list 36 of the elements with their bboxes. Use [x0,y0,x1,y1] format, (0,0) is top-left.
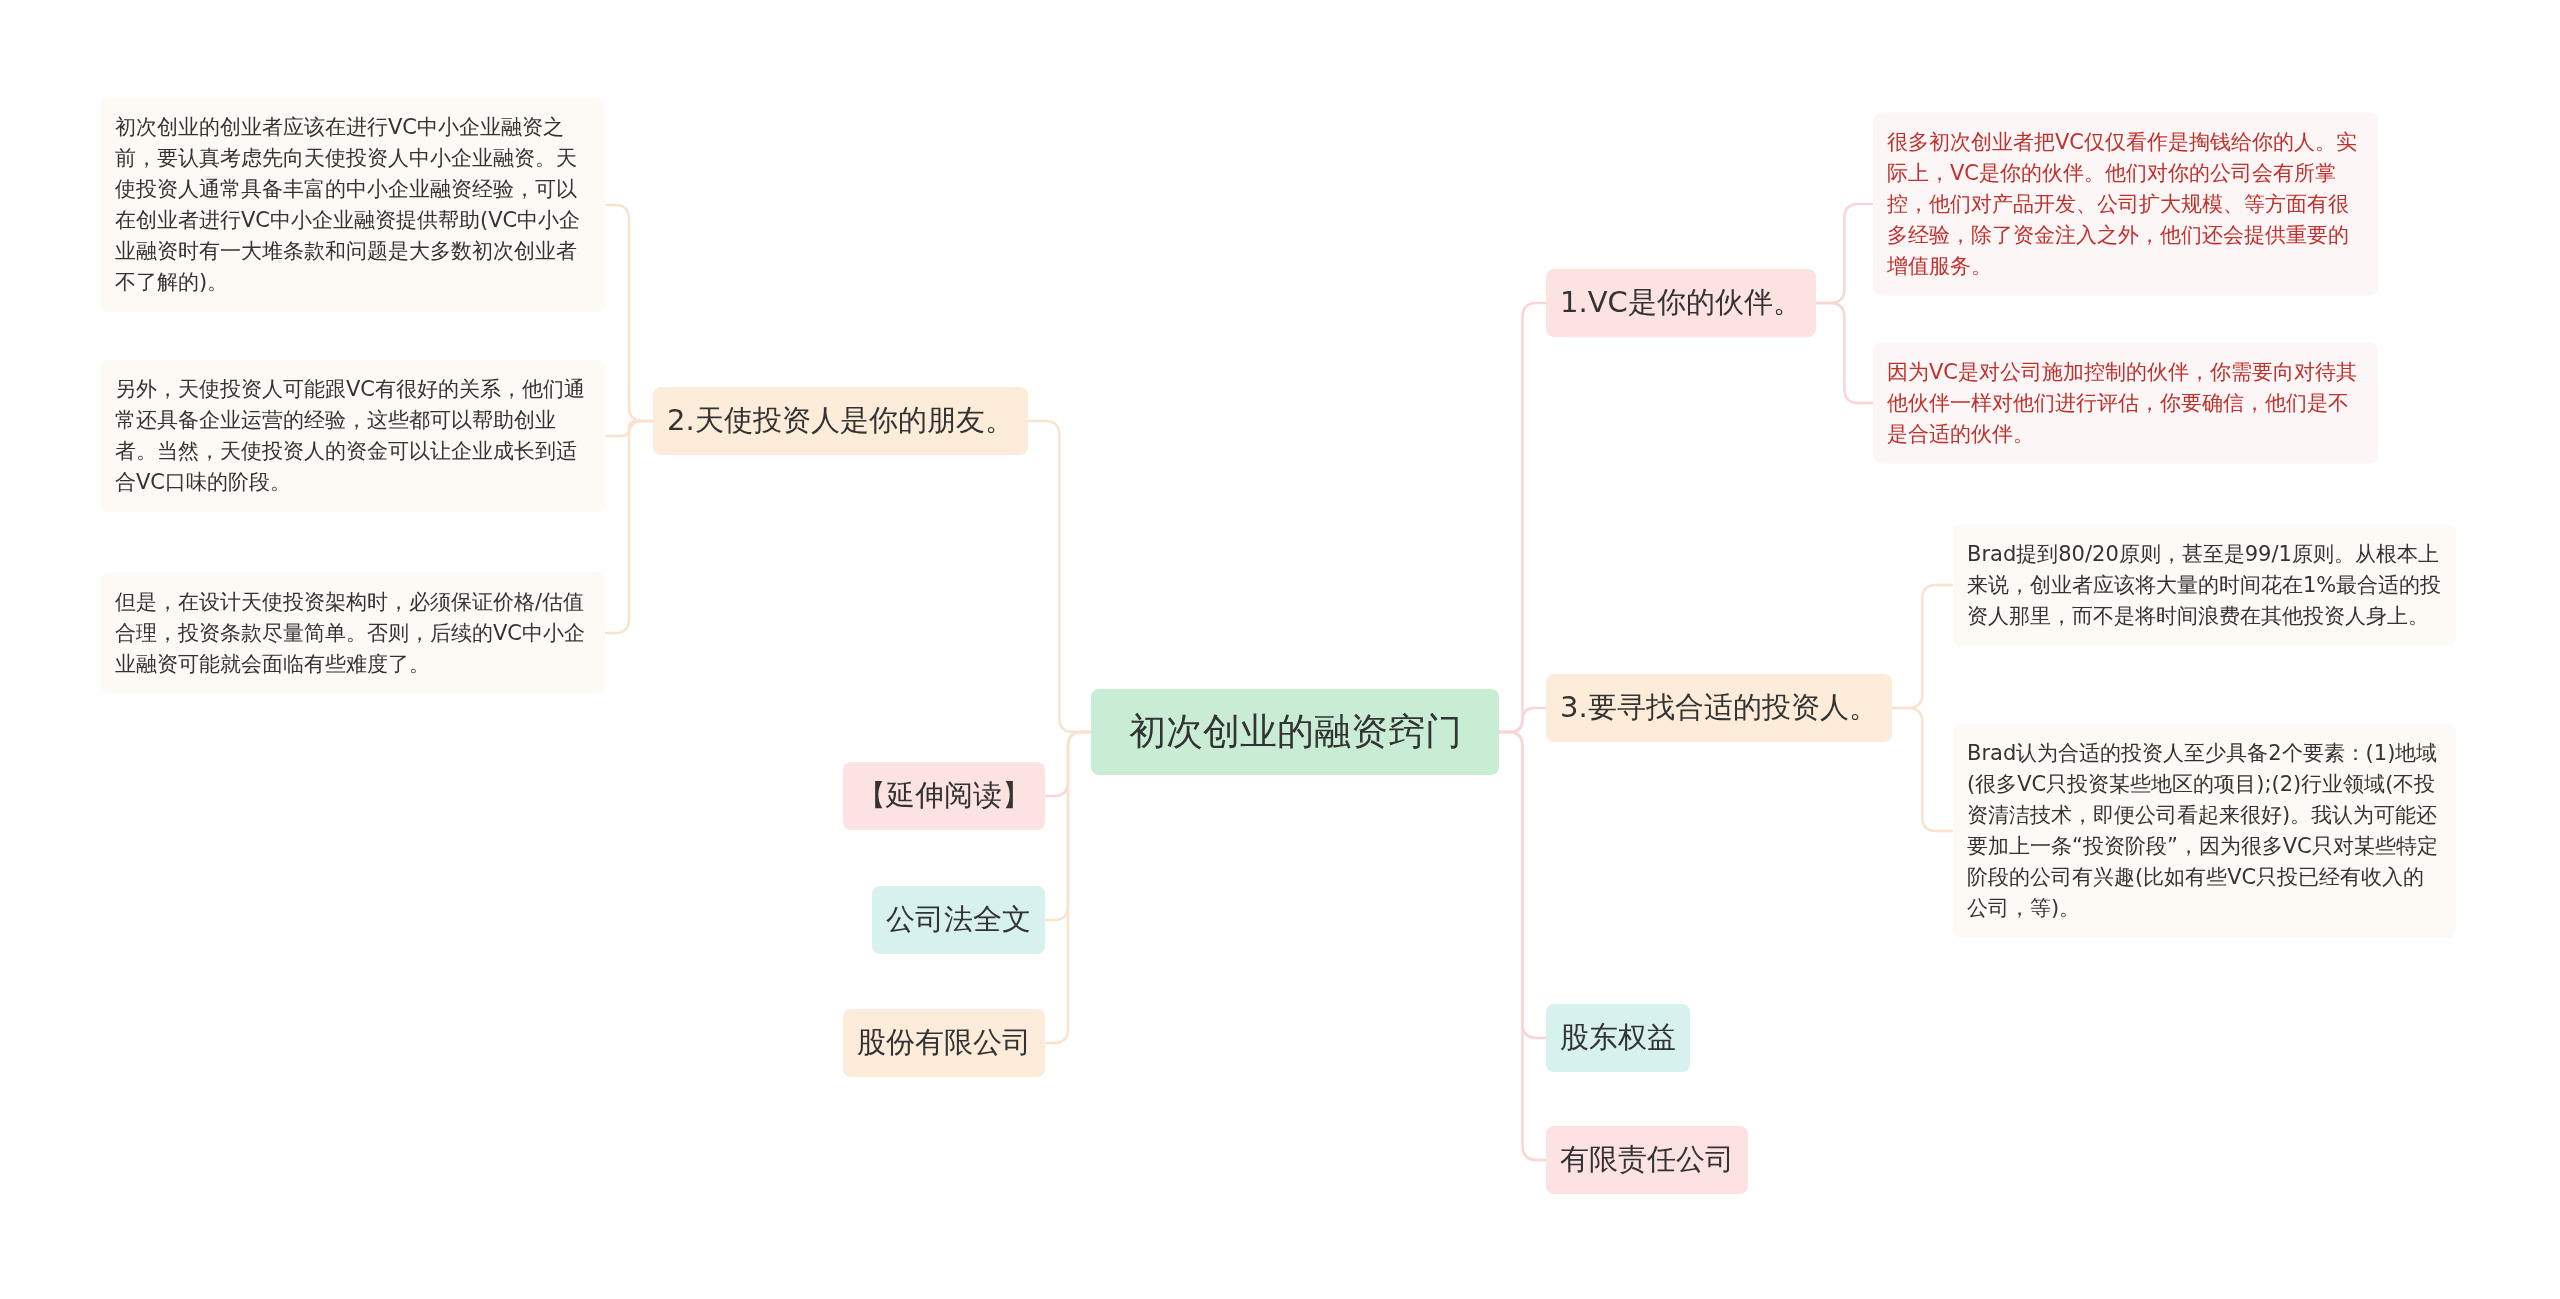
node-text: 公司法全文 [886,901,1031,938]
note-box [1953,724,2456,938]
node-text: 因为VC是对公司施加控制的伙伴，你需要向对待其他伙伴一样对他们进行评估，你要确信，他们是不是合适的伙伴。 [1887,358,2359,448]
node-text: 股份有限公司 [857,1024,1031,1061]
node-text: Brad提到80/20原则，甚至是99/1原则。从根本上来说，创业者应该将大量的时间花在1%最合适的投资人那里，而不是将时间浪费在其他投资人身上。 [1967,540,2442,630]
node-text: 2.天使投资人是你的朋友。 [667,402,1014,439]
topic-box [653,387,1028,455]
topic-box [1546,674,1892,742]
node-text: 【延伸阅读】 [857,777,1031,814]
topic-box [1546,1126,1748,1194]
note-box [101,98,605,312]
node-text: 很多初次创业者把VC仅仅看作是掏钱给你的人。实际上，VC是你的伙伴。他们对你的公司会有所掌控，他们对产品开发、公司扩大规模、等方面有很多经验，除了资金注入之外，他们还会提供重要的增值服务。 [1887,128,2359,280]
node-text: 3.要寻找合适的投资人。 [1560,689,1878,726]
note-box [101,360,605,512]
node-text: 有限责任公司 [1560,1141,1734,1178]
topic-box [1546,1004,1690,1072]
node-text: 另外，天使投资人可能跟VC有很好的关系，他们通常还具备企业运营的经验，这些都可以帮助创业者。当然，天使投资人的资金可以让企业成长到适合VC口味的阶段。 [115,376,587,496]
topic-box [1546,269,1816,337]
note-box [101,572,605,694]
connector-line [605,419,653,635]
node-text: 1.VC是你的伙伴。 [1560,284,1802,321]
note-box [1953,524,2456,646]
topic-box [843,1009,1045,1077]
node-text: 但是，在设计天使投资架构时，必须保证价格/估值合理，投资条款尽量简单。否则，后续的VC中小企业融资可能就会面临有些难度了。 [115,588,587,678]
note-box [1873,112,2378,296]
connector-line [1045,730,1091,1045]
node-text: Brad认为合适的投资人至少具备2个要素：(1)地域(很多VC只投资某些地区的项目);(2)行业领域(不投资清洁技术，即便公司看起来很好)。我认为可能还要加上一条“投资阶段”，因为很多VC只对某些特定阶段的公司有兴趣(比如有些VC只投已经有收入的公司，等)。 [1967,740,2439,922]
node-text: 股东权益 [1560,1019,1676,1056]
node-text: 初次创业的融资窍门 [1127,709,1463,755]
node-text: 初次创业的创业者应该在进行VC中小企业融资之前，要认真考虑先向天使投资人中小企业融资。天使投资人通常具备丰富的中小企业融资经验，可以在创业者进行VC中小企业融资提供帮助(VC中小企业融资时有一大堆条款和问题是大多数初次创业者不了解的)。 [115,114,582,296]
connector-line [1499,730,1546,1162]
note-box [1873,342,2378,464]
topic-box [872,886,1045,954]
central-topic [1091,689,1499,775]
topic-box [843,762,1045,830]
connector-line [1815,301,1873,405]
